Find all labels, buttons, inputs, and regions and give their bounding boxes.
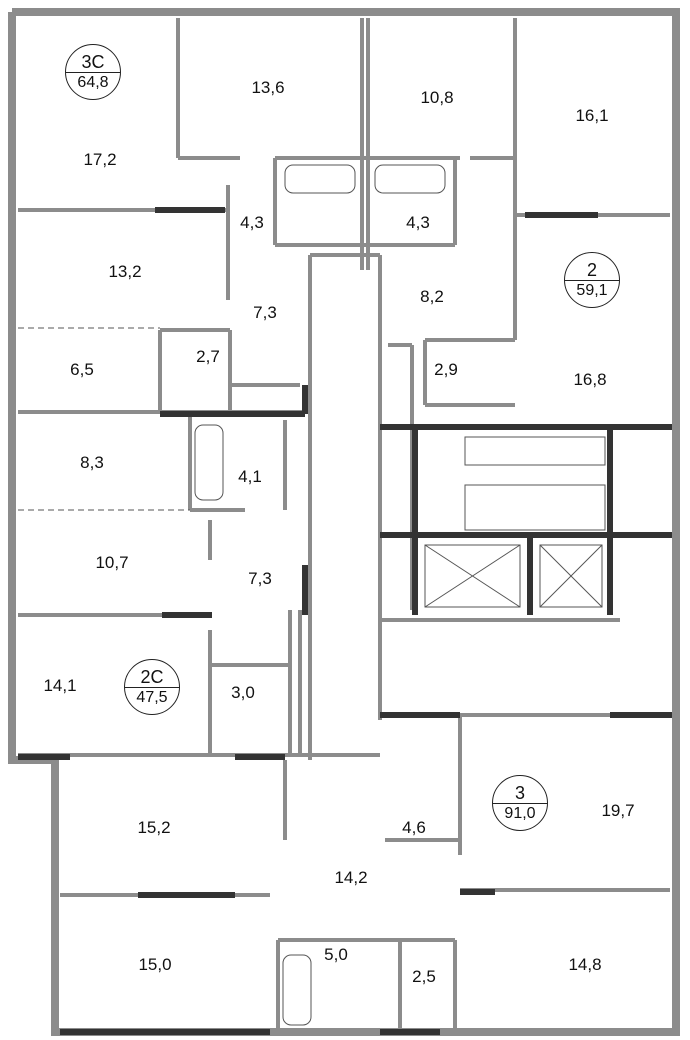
room-area: 2,7 xyxy=(196,347,220,366)
room-area: 14,8 xyxy=(568,955,602,974)
room-area: 8,3 xyxy=(80,453,104,472)
room-area: 15,0 xyxy=(138,955,172,974)
room-area: 13,6 xyxy=(251,78,285,97)
apartment-type: 3С xyxy=(66,52,120,73)
room-area: 7,3 xyxy=(253,303,277,322)
apartment-area: 64,8 xyxy=(77,73,109,91)
room-area: 4,3 xyxy=(406,213,430,232)
room-area: 14,2 xyxy=(334,868,368,887)
apartment-type: 2С xyxy=(125,667,179,688)
room-area: 2,9 xyxy=(434,360,458,379)
apartment-area: 59,1 xyxy=(576,281,608,299)
room-area: 17,2 xyxy=(83,150,117,169)
room-area: 7,3 xyxy=(248,569,272,588)
room-area: 6,5 xyxy=(70,360,94,379)
room-area: 15,2 xyxy=(137,818,171,837)
room-area: 16,1 xyxy=(575,106,609,125)
room-area: 3,0 xyxy=(231,683,255,702)
room-area: 5,0 xyxy=(324,945,348,964)
room-area: 10,8 xyxy=(420,88,454,107)
room-area: 19,7 xyxy=(601,801,635,820)
apartment-type: 2 xyxy=(565,260,619,281)
apartment-area: 91,0 xyxy=(504,804,536,822)
apartment-type: 3 xyxy=(493,783,547,804)
room-area: 8,2 xyxy=(420,287,444,306)
room-area: 16,8 xyxy=(573,370,607,389)
room-area: 4,3 xyxy=(240,213,264,232)
room-area: 2,5 xyxy=(412,967,436,986)
room-area: 13,2 xyxy=(108,262,142,281)
room-area: 4,1 xyxy=(238,467,262,486)
room-area: 14,1 xyxy=(43,676,77,695)
room-area: 10,7 xyxy=(95,553,129,572)
room-area: 4,6 xyxy=(402,818,426,837)
apartment-area: 47,5 xyxy=(136,688,168,706)
